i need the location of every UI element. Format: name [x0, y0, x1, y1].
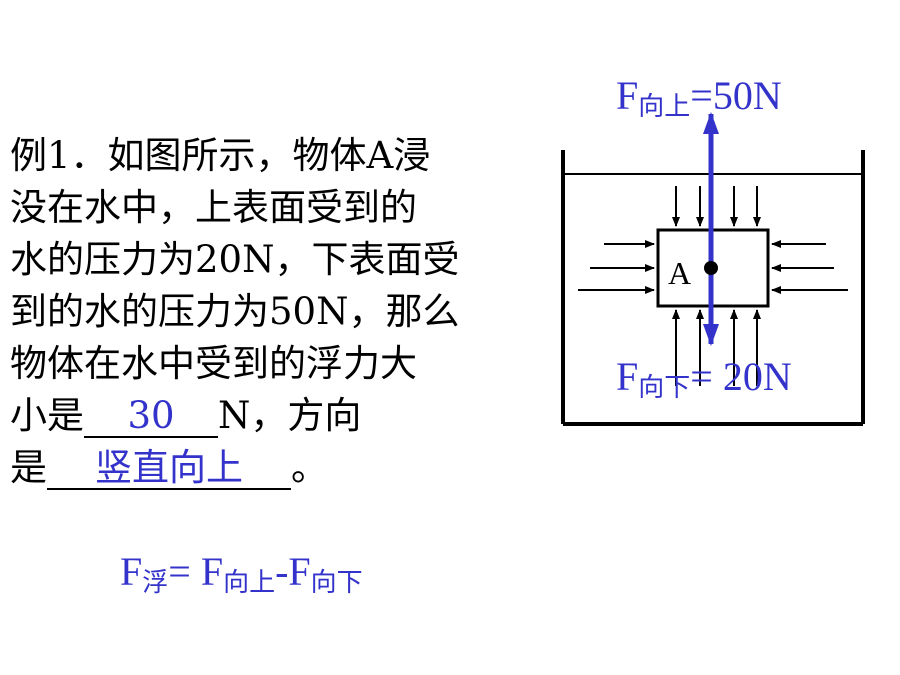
- top-pressure-arrows: [672, 186, 761, 227]
- problem-line-4: 到的水的压力为50N，那么: [10, 290, 460, 333]
- left-pressure-arrows: [578, 240, 655, 294]
- force-up-symbol: F: [616, 73, 639, 118]
- bottom-pressure-arrows: [672, 309, 761, 386]
- answer-magnitude: 30: [127, 394, 175, 437]
- formula-lhs-subscript: 浮: [142, 568, 169, 597]
- problem-line-7: 是 竖直向上 。: [10, 442, 540, 494]
- problem-line-5: 物体在水中受到的浮力大: [10, 342, 417, 385]
- block-label: A: [668, 255, 691, 291]
- problem-line-3: 水的压力为20N，下表面受: [10, 238, 460, 281]
- formula-lhs-symbol: F: [120, 549, 143, 594]
- formula-minus: -: [275, 549, 289, 594]
- problem-text: 例1．如图所示，物体A浸 没在水中，上表面受到的 水的压力为20N，下表面受 到…: [10, 130, 540, 494]
- line6-suffix: N，方向: [218, 394, 362, 437]
- answer-blank-direction: 竖直向上: [47, 448, 291, 490]
- formula-term2-symbol: F: [288, 549, 311, 594]
- formula-term1-symbol: F: [200, 549, 224, 594]
- formula-term1-subscript: 向上: [223, 568, 276, 597]
- problem-line-6: 小是 30 N，方向: [10, 390, 540, 442]
- formula-term2-subscript: 向下: [310, 568, 363, 597]
- force-down-value: = 20N: [690, 354, 792, 399]
- right-pressure-arrows: [771, 240, 848, 294]
- answer-blank-magnitude: 30: [84, 396, 218, 438]
- center-point: [704, 261, 718, 275]
- formula-equals: =: [168, 549, 201, 594]
- problem-line-2: 没在水中，上表面受到的: [10, 186, 417, 229]
- force-down-symbol: F: [616, 354, 639, 399]
- problem-line-1: 例1．如图所示，物体A浸: [10, 134, 431, 177]
- line7-suffix: 。: [291, 446, 328, 489]
- answer-direction: 竖直向上: [95, 446, 243, 489]
- force-down-subscript: 向下: [638, 373, 691, 402]
- force-up-value: =50N: [690, 73, 782, 118]
- force-down-label: F向下= 20N: [616, 353, 792, 404]
- line6-prefix: 小是: [10, 394, 84, 437]
- line7-prefix: 是: [10, 446, 47, 489]
- buoyancy-formula: F浮= F向上-F向下: [120, 548, 363, 599]
- force-up-subscript: 向上: [638, 92, 691, 121]
- force-up-label: F向上=50N: [616, 72, 782, 123]
